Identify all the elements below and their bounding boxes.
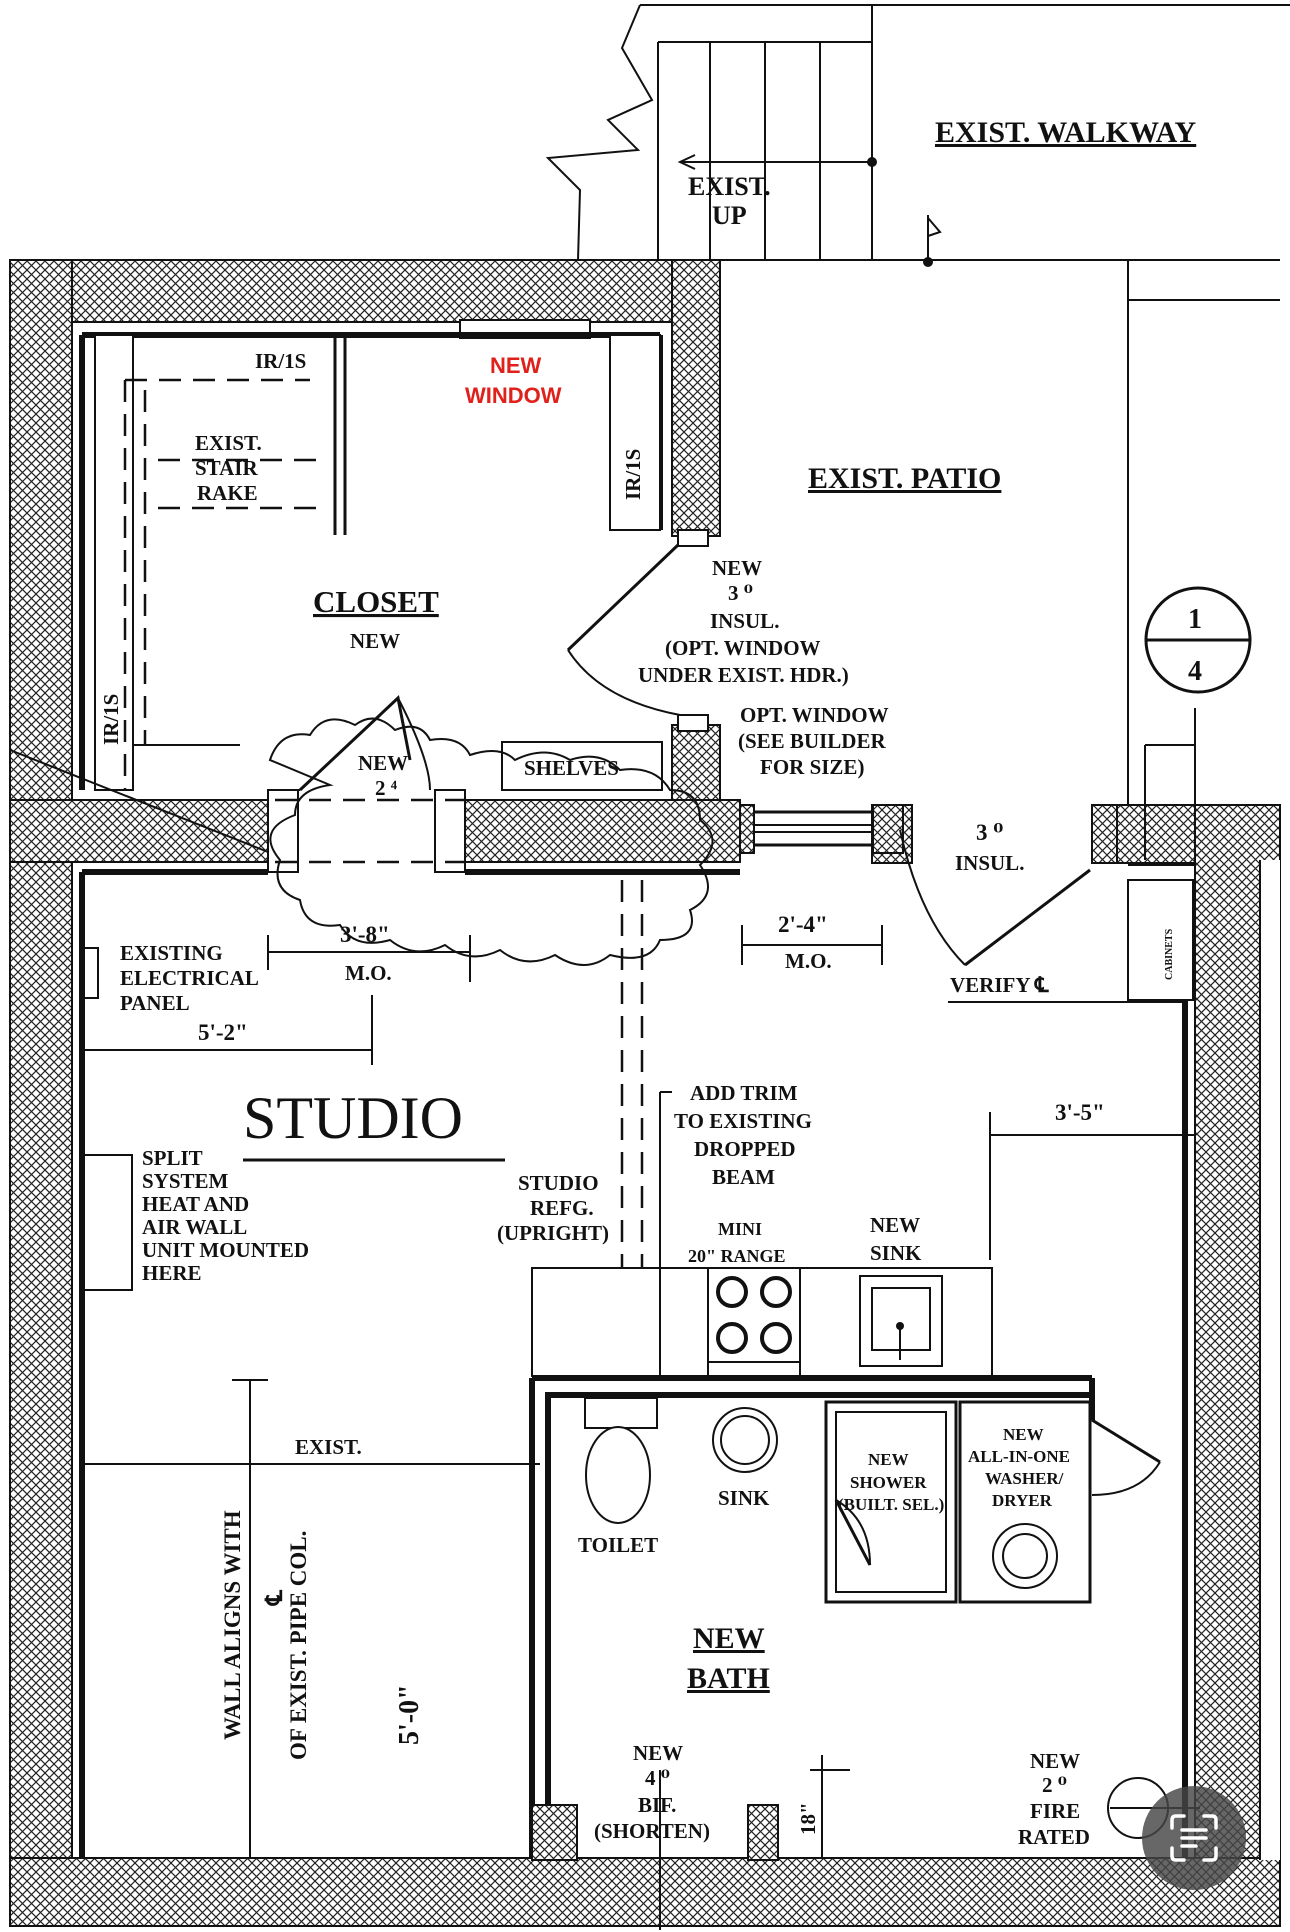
label-stair-rake-3: RAKE [197, 481, 258, 505]
label-range-2: 20" RANGE [688, 1246, 786, 1266]
label-shelves: SHELVES [524, 756, 619, 780]
label-bif-2: 4 ⁰ [645, 1766, 670, 1790]
label-ir-1s-left: IR/1S [99, 694, 123, 745]
label-washer-3: WASHER/ [985, 1469, 1064, 1488]
label-closet-new: NEW [350, 629, 400, 653]
label-shower-1: NEW [868, 1450, 909, 1469]
label-door-studio-1: 3 ⁰ [976, 820, 1003, 845]
label-fire-door-3: FIRE [1030, 1799, 1080, 1823]
opt-window-opening [739, 804, 904, 854]
label-split-3: HEAT AND [142, 1192, 249, 1216]
label-door-patio-2: 3 ⁰ [728, 581, 753, 605]
label-wall-aligns: WALL ALIGNS WITH [220, 1510, 245, 1740]
revision-cloud [9, 717, 714, 966]
label-washer-2: ALL-IN-ONE [968, 1447, 1070, 1466]
label-dim-2-4-mo: M.O. [785, 949, 832, 973]
label-new-window: NEW [490, 353, 542, 378]
label-shower-3: (BUILT. SEL.) [838, 1495, 944, 1514]
label-dim-5-0: 5'-0" [394, 1684, 425, 1745]
label-ir-1s-top: IR/1S [255, 349, 306, 373]
label-exist-up-2: UP [712, 201, 747, 230]
label-dim-3-8-mo: M.O. [345, 961, 392, 985]
label-detail-1: 1 [1188, 604, 1202, 635]
label-bif-4: (SHORTEN) [594, 1819, 710, 1843]
label-sink-1: NEW [870, 1213, 920, 1237]
label-cabinets: CABINETS [1164, 928, 1175, 980]
text-scan-button[interactable] [1142, 1786, 1246, 1890]
label-detail-4: 4 [1188, 656, 1202, 687]
label-stair-rake-2: STAIR [195, 456, 258, 480]
label-dim-5-2: 5'-2" [198, 1020, 248, 1045]
plan-labels: EXIST. WALKWAY EXIST. UP NEW WINDOW IR/1… [99, 116, 1202, 1849]
label-closet: CLOSET [313, 584, 439, 619]
label-fire-door-4: RATED [1018, 1825, 1090, 1849]
label-door-patio-4: (OPT. WINDOW [665, 636, 821, 660]
label-exist: EXIST. [295, 1435, 362, 1459]
label-exist-up: EXIST. [688, 172, 771, 201]
label-dim-18: 18" [796, 1802, 820, 1835]
label-range-1: MINI [718, 1219, 762, 1239]
label-refg-1: STUDIO [518, 1171, 599, 1195]
label-add-trim-3: DROPPED [694, 1137, 796, 1161]
studio-room [83, 880, 993, 1377]
label-split-4: AIR WALL [142, 1215, 247, 1239]
label-shower-2: SHOWER [850, 1473, 927, 1492]
label-refg-2: REFG. [530, 1196, 594, 1220]
label-split-6: HERE [142, 1261, 202, 1285]
label-dim-3-8: 3'-8" [340, 922, 390, 947]
label-electrical-panel-1: EXISTING [120, 941, 223, 965]
label-new-window-2: WINDOW [465, 383, 562, 408]
label-dim-3-5: 3'-5" [1055, 1100, 1105, 1125]
label-add-trim-1: ADD TRIM [690, 1081, 798, 1105]
label-door-closet-1: NEW [358, 751, 408, 775]
label-bif-3: BIF. [638, 1793, 676, 1817]
label-washer-1: NEW [1003, 1425, 1044, 1444]
label-add-trim-2: TO EXISTING [674, 1109, 812, 1133]
label-door-patio-1: NEW [712, 556, 762, 580]
dimension-lines [82, 925, 1195, 1858]
label-door-closet-2: 2 ⁴ [375, 776, 398, 800]
label-sink-2: SINK [870, 1241, 922, 1265]
label-toilet: TOILET [578, 1533, 658, 1557]
label-fire-door-2: 2 ⁰ [1042, 1773, 1067, 1797]
label-fire-door-1: NEW [1030, 1749, 1080, 1773]
label-bif-1: NEW [633, 1741, 683, 1765]
label-split-1: SPLIT [142, 1146, 203, 1170]
label-split-2: SYSTEM [142, 1169, 229, 1193]
label-opt-window-3: FOR SIZE) [760, 755, 864, 779]
label-opt-window-2: (SEE BUILDER [738, 729, 886, 753]
label-pipe-col: OF EXIST. PIPE COL. [286, 1531, 311, 1760]
label-bath-sink: SINK [718, 1486, 770, 1510]
label-dim-2-4: 2'-4" [778, 912, 828, 937]
label-door-patio-3: INSUL. [710, 609, 779, 633]
label-opt-window-1: OPT. WINDOW [740, 703, 889, 727]
label-studio: STUDIO [243, 1085, 463, 1151]
label-exist-walkway: EXIST. WALKWAY [935, 116, 1197, 149]
label-electrical-panel-2: ELECTRICAL [120, 966, 259, 990]
label-electrical-panel-3: PANEL [120, 991, 190, 1015]
label-new-bath-1: NEW [693, 1622, 765, 1655]
label-door-patio-5: UNDER EXIST. HDR.) [638, 663, 849, 687]
text-scan-icon [1170, 1814, 1218, 1862]
label-washer-4: DRYER [992, 1491, 1053, 1510]
label-centerline: ℄ [262, 1589, 287, 1606]
label-stair-rake-1: EXIST. [195, 431, 262, 455]
label-refg-3: (UPRIGHT) [497, 1221, 609, 1245]
label-exist-patio: EXIST. PATIO [808, 462, 1001, 495]
label-split-5: UNIT MOUNTED [142, 1238, 309, 1262]
label-ir-1s-right: IR/1S [621, 449, 645, 500]
bath-room [529, 1375, 1200, 1930]
label-verify: VERIFY ℄ [950, 973, 1049, 997]
label-new-bath-2: BATH [687, 1662, 770, 1695]
label-add-trim-4: BEAM [712, 1165, 775, 1189]
inner-wall-lines [79, 332, 1188, 1858]
outer-walls [9, 259, 1281, 1927]
patio-area [899, 260, 1280, 1001]
label-door-studio-2: INSUL. [955, 851, 1024, 875]
